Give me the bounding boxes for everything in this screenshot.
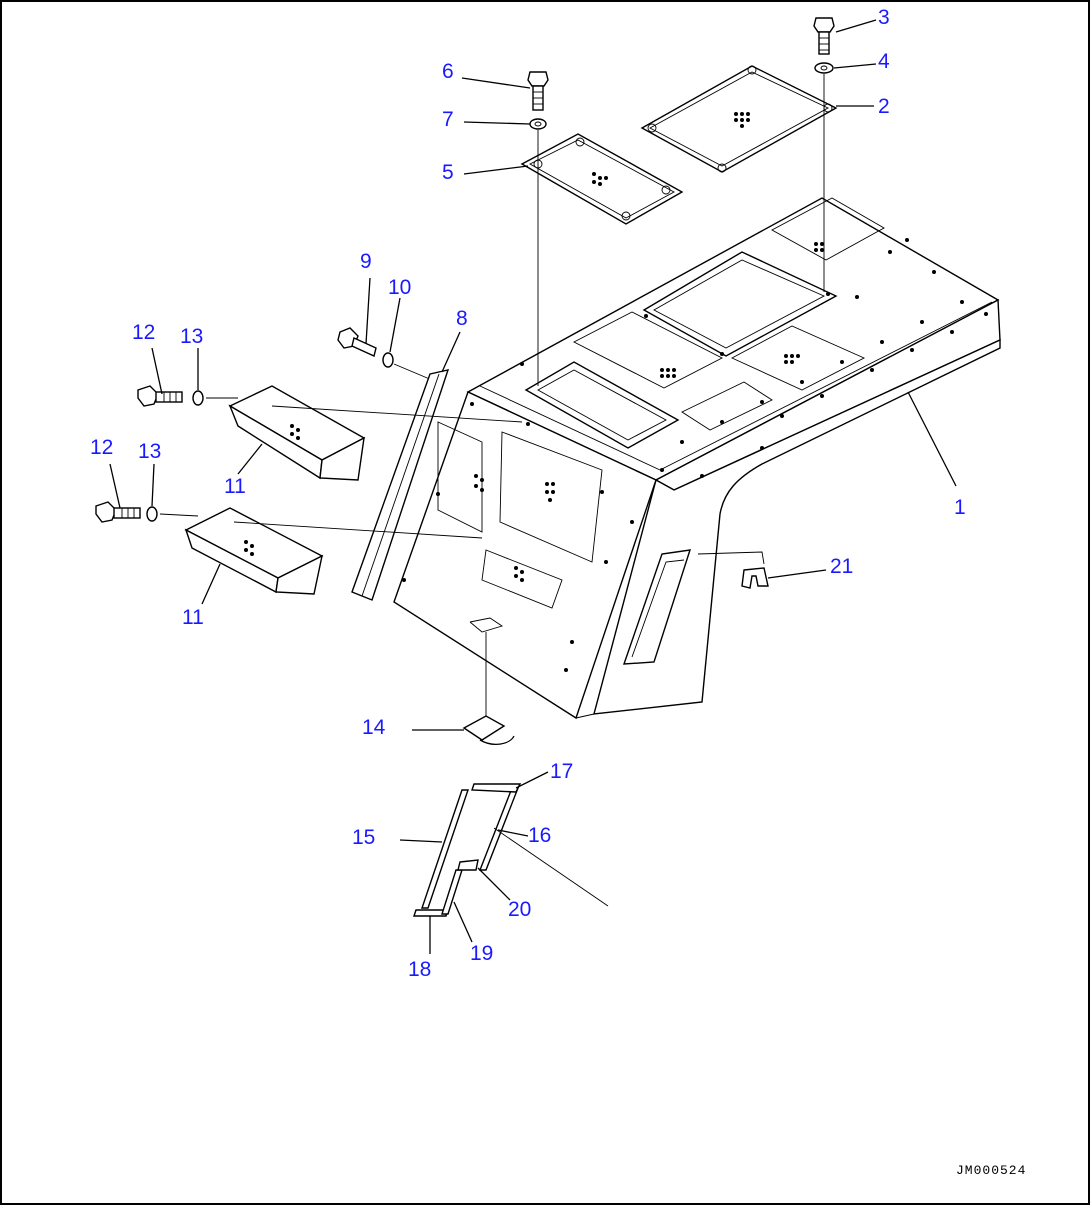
callout-4: 4	[878, 50, 890, 73]
callout-3: 3	[878, 6, 890, 29]
bolt-6	[527, 71, 549, 111]
clip-14	[462, 617, 515, 746]
washer-13-lower	[146, 506, 158, 522]
callout-8: 8	[456, 307, 468, 330]
callout-19: 19	[470, 942, 493, 965]
washer-13-upper	[192, 390, 204, 406]
callout-6: 6	[442, 60, 454, 83]
reference-code: JM000524	[956, 1163, 1026, 1178]
callout-11-lower: 11	[182, 606, 204, 629]
rod-16	[478, 787, 520, 871]
callout-14: 14	[362, 716, 386, 739]
callouts: 3 4 2 6 7 5 1 9 10 8 12 13 11 12 13 11 1…	[90, 6, 966, 981]
callout-17: 17	[550, 760, 573, 783]
strip-20	[457, 859, 479, 871]
step-plate-11-lower	[184, 507, 324, 595]
strip-17	[471, 783, 522, 793]
callout-13-upper: 13	[180, 325, 203, 348]
washer-10	[382, 352, 394, 368]
callout-1: 1	[954, 496, 966, 519]
callout-16: 16	[528, 824, 551, 847]
callout-11-upper: 11	[224, 475, 246, 498]
callout-2: 2	[878, 95, 890, 118]
callout-18: 18	[408, 958, 431, 981]
bolt-12-upper	[137, 385, 183, 407]
step-plate-11-upper	[228, 385, 366, 481]
callout-20: 20	[508, 898, 531, 921]
rod-15	[421, 789, 469, 909]
callout-15: 15	[352, 826, 375, 849]
callout-21: 21	[830, 555, 853, 578]
callout-9: 9	[360, 250, 372, 273]
bolt-3	[813, 17, 835, 55]
callout-12-lower: 12	[90, 436, 113, 459]
callout-13-lower: 13	[138, 440, 161, 463]
washer-7	[529, 118, 547, 130]
rod-19	[441, 869, 463, 915]
console-body	[393, 197, 1001, 720]
cover-plate-2	[640, 65, 838, 173]
bolt-12-lower	[95, 501, 141, 523]
cover-plate-5	[520, 133, 684, 225]
washer-4	[814, 62, 834, 74]
callout-10: 10	[388, 276, 411, 299]
callout-5: 5	[442, 161, 454, 184]
callout-7: 7	[442, 108, 454, 131]
strip-18	[413, 909, 449, 917]
clip-21	[697, 551, 769, 589]
leader-lines	[109, 19, 957, 954]
bolt-9	[337, 327, 377, 357]
callout-12-upper: 12	[132, 321, 155, 344]
